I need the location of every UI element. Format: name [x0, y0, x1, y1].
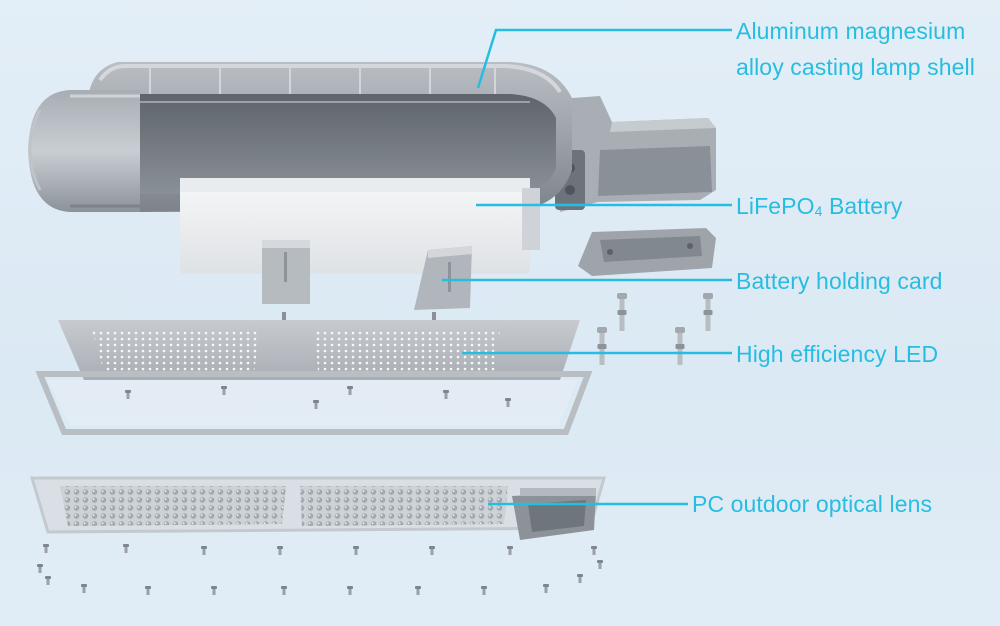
leader-shell	[476, 28, 732, 89]
label-led: High efficiency LED	[736, 341, 939, 367]
label-battery-suffix: Battery	[822, 193, 903, 219]
led-frame	[35, 371, 593, 435]
label-battery: LiFePO4 Battery	[736, 191, 903, 226]
label-battery-subscript: 4	[814, 203, 823, 219]
label-holding-card: Battery holding card	[736, 268, 943, 294]
label-shell-line2: alloy casting lamp shell	[736, 54, 975, 80]
battery-holding-cards	[262, 228, 716, 310]
lifepo4-battery	[180, 178, 540, 274]
optical-lens	[29, 476, 606, 540]
loose-screws	[37, 544, 603, 595]
lamp-shell	[28, 62, 716, 212]
label-battery-main: LiFePO	[736, 193, 815, 219]
label-shell-line1: Aluminum magnesium	[736, 18, 966, 44]
led-module	[58, 312, 580, 380]
label-lens: PC outdoor optical lens	[692, 491, 933, 517]
leader-lines	[442, 28, 732, 506]
